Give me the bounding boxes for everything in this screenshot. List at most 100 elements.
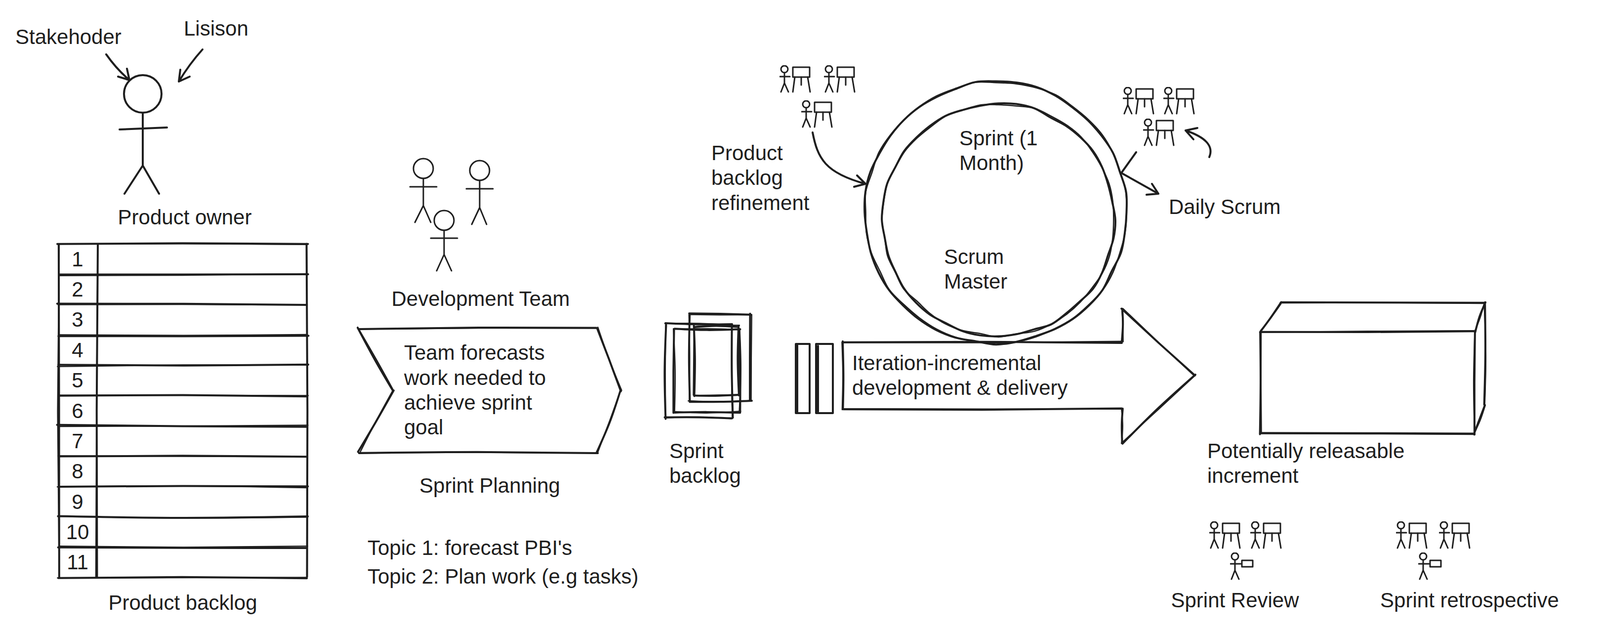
backlog-sheet — [664, 324, 666, 418]
table-outline — [57, 244, 61, 577]
table-rule — [58, 455, 307, 457]
artifact-heading: Sprint backlog — [669, 438, 766, 489]
leader-line — [1121, 152, 1137, 173]
row-number: 9 — [58, 489, 97, 515]
table-rule — [57, 303, 307, 306]
chevron-outline — [597, 390, 621, 454]
event-heading: Sprint Planning — [357, 473, 623, 498]
event-label: Daily Scrum — [1168, 194, 1281, 220]
arrow-outline — [1121, 408, 1123, 444]
arrow-outline — [843, 408, 1122, 410]
table-rule — [57, 516, 308, 518]
sprint-label: Sprint (1 Month) — [959, 125, 1064, 176]
chevron-text: Team forecasts work needed to achieve sp… — [404, 340, 570, 441]
meeting-icon — [1209, 521, 1240, 548]
meeting-icon — [801, 100, 832, 127]
role-label: Development Team — [381, 286, 580, 312]
stick-figure — [410, 158, 437, 223]
chevron-outline — [358, 328, 597, 329]
sprint-backlog-stack-shape — [663, 311, 768, 420]
table-rule — [57, 364, 308, 367]
backlog-sheet — [693, 327, 695, 396]
backlog-sheet — [737, 326, 739, 396]
stakeholder-label: Stakehoder — [15, 24, 122, 50]
backlog-sheet — [689, 314, 690, 401]
box-side — [1483, 303, 1486, 406]
box-front — [1259, 330, 1474, 332]
backlog-sheet — [688, 400, 751, 402]
arrow-outline — [843, 341, 1124, 343]
meeting-icon — [1143, 119, 1174, 146]
meeting-icon — [779, 65, 811, 92]
backlog-sheet — [689, 315, 691, 401]
meeting-icon — [1396, 521, 1427, 548]
meeting-icon — [824, 65, 855, 92]
arrow-text: Iteration-incremental development & deli… — [852, 350, 1090, 401]
backlog-sheet — [738, 326, 740, 395]
backlog-sheet — [673, 328, 676, 411]
arrow-outline — [1121, 308, 1195, 376]
box-top — [1474, 302, 1485, 331]
backlog-sheet — [694, 394, 739, 396]
sprint-cycle-inner — [881, 104, 1114, 337]
box-top — [1279, 302, 1485, 304]
row-number: 10 — [58, 519, 97, 545]
presenter-icon — [1230, 552, 1253, 579]
event-label: Product backlog refinement — [711, 140, 835, 216]
stick-figure — [119, 75, 167, 194]
backlog-table-shape — [56, 242, 310, 583]
box-front — [1261, 433, 1476, 434]
table-rule — [57, 485, 308, 488]
table-rule — [59, 273, 308, 276]
table-rule — [59, 394, 309, 396]
row-number: 3 — [58, 307, 97, 332]
planning-chevron: Team forecasts work needed to achieve sp… — [357, 326, 623, 500]
leader-arrow — [812, 132, 866, 187]
backlog-sheet — [664, 324, 666, 419]
increment-box-shape — [1207, 298, 1504, 443]
box-front — [1473, 331, 1475, 435]
table-outline — [306, 244, 308, 577]
meeting-icon — [1439, 521, 1470, 548]
row-number: 5 — [58, 368, 97, 393]
box-top — [1260, 303, 1281, 331]
cycle-arrow — [1185, 127, 1211, 158]
table-outline — [58, 243, 307, 245]
table-rule — [58, 455, 308, 457]
meeting-icon — [1163, 87, 1194, 114]
leader-arrow — [178, 49, 203, 82]
chevron-outline — [357, 327, 394, 391]
sprint-backlog-stack: Sprint backlog — [663, 311, 768, 491]
table-rule — [57, 425, 308, 427]
table-rule — [57, 303, 308, 305]
chevron-outline — [359, 390, 393, 454]
row-number: 7 — [58, 428, 97, 454]
box-top — [1260, 301, 1281, 332]
topic-note: Topic 1: forecast PBI's — [367, 535, 573, 561]
row-number: 6 — [58, 398, 97, 424]
row-number: 8 — [58, 458, 97, 484]
presenter-icon — [1418, 552, 1441, 579]
backlog-sheet — [731, 324, 733, 418]
chevron-outline — [358, 451, 597, 453]
backlog-sheet — [693, 325, 740, 327]
backlog-sheet — [674, 328, 740, 330]
table-rule — [59, 273, 309, 276]
table-heading: Product backlog — [56, 590, 310, 616]
sprint-cycle-outer — [865, 82, 1127, 343]
event-label: Sprint retrospective — [1355, 587, 1584, 613]
backlog-sheet — [673, 410, 741, 413]
row-number: 2 — [58, 277, 97, 302]
table-rule — [58, 334, 308, 336]
backlog-sheet — [751, 314, 752, 401]
increment-bar — [816, 343, 833, 413]
backlog-sheet — [665, 416, 732, 419]
box-side — [1473, 405, 1485, 435]
liaison-label: Lisison — [183, 16, 249, 42]
topic-note: Topic 2: Plan work (e.g tasks) — [367, 564, 639, 589]
arrow-outline — [843, 408, 1122, 410]
row-number: 4 — [58, 337, 97, 363]
row-number: 11 — [58, 549, 97, 575]
table-outline — [57, 244, 60, 577]
